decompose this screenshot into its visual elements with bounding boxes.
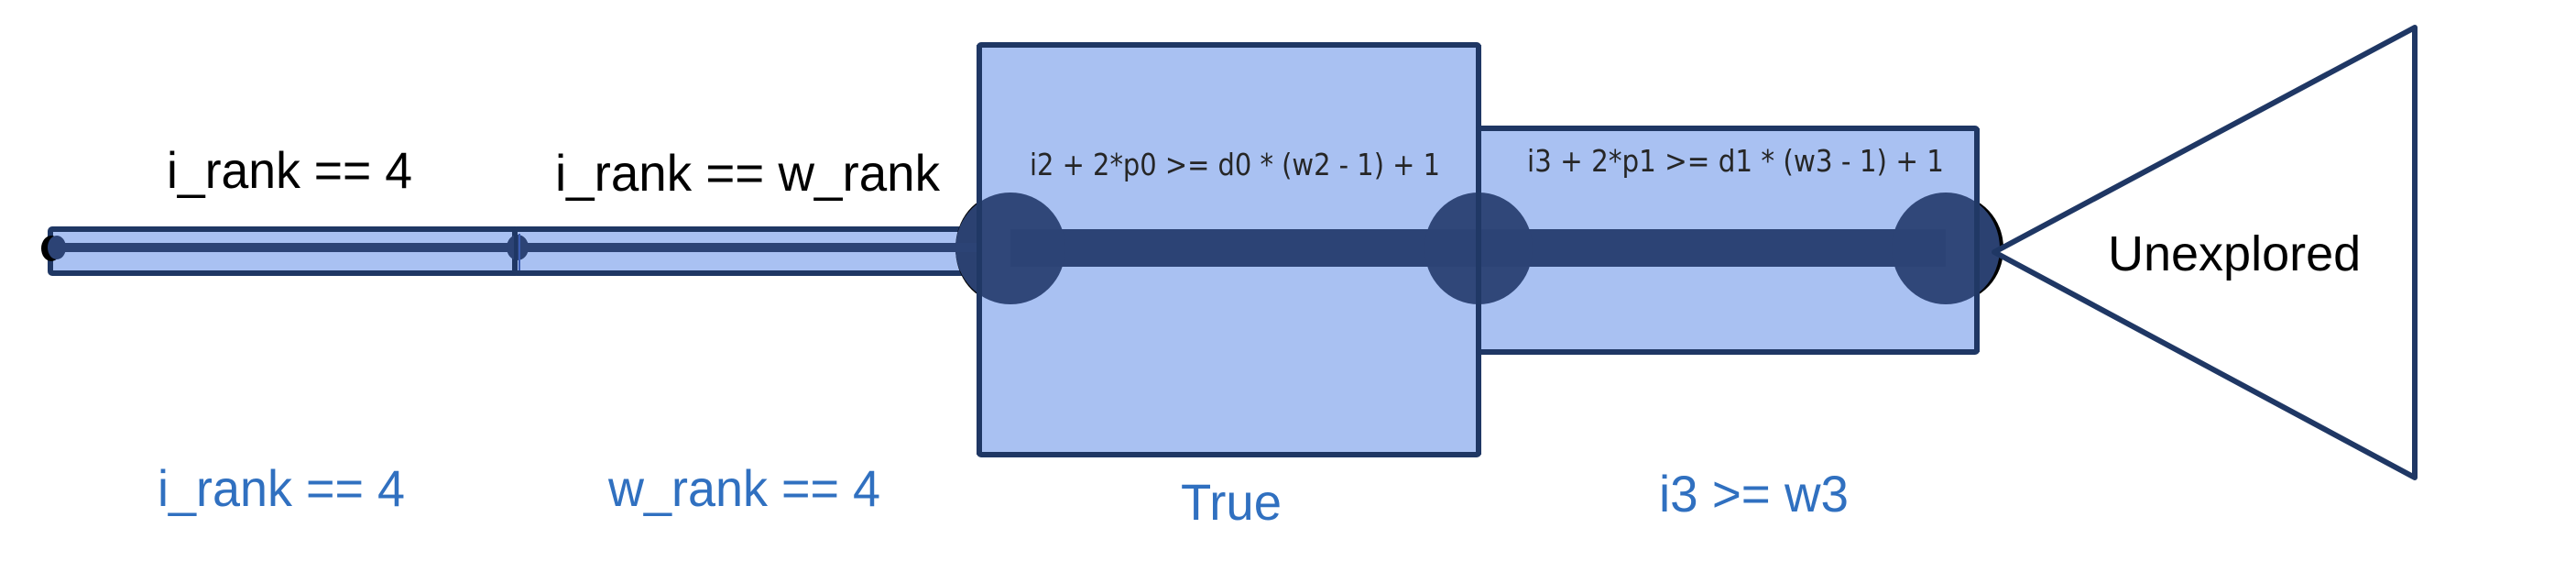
- unexplored-label: Unexplored: [2108, 226, 2361, 281]
- node-5[interactable]: [1892, 192, 2000, 304]
- node-3[interactable]: [955, 192, 1065, 304]
- segment-2-branch-label: w_rank == 4: [607, 459, 880, 517]
- node-1[interactable]: [48, 236, 66, 259]
- segment-4-condition: i3 + 2*p1 >= d1 * (w3 - 1) + 1: [1527, 143, 1944, 179]
- segment-1-condition: i_rank == 4: [167, 141, 412, 199]
- segment-1-branch-label: i_rank == 4: [158, 459, 405, 517]
- segment-4-branch-label: i3 >= w3: [1659, 465, 1849, 522]
- segment-3-condition: i2 + 2*p0 >= d0 * (w2 - 1) + 1: [1030, 147, 1440, 182]
- segment-3-branch-label: True: [1181, 473, 1282, 531]
- segment-2-condition: i_rank == w_rank: [555, 144, 941, 202]
- unexplored-region[interactable]: Unexplored: [1992, 25, 2418, 480]
- unexplored-triangle: [1992, 25, 2418, 480]
